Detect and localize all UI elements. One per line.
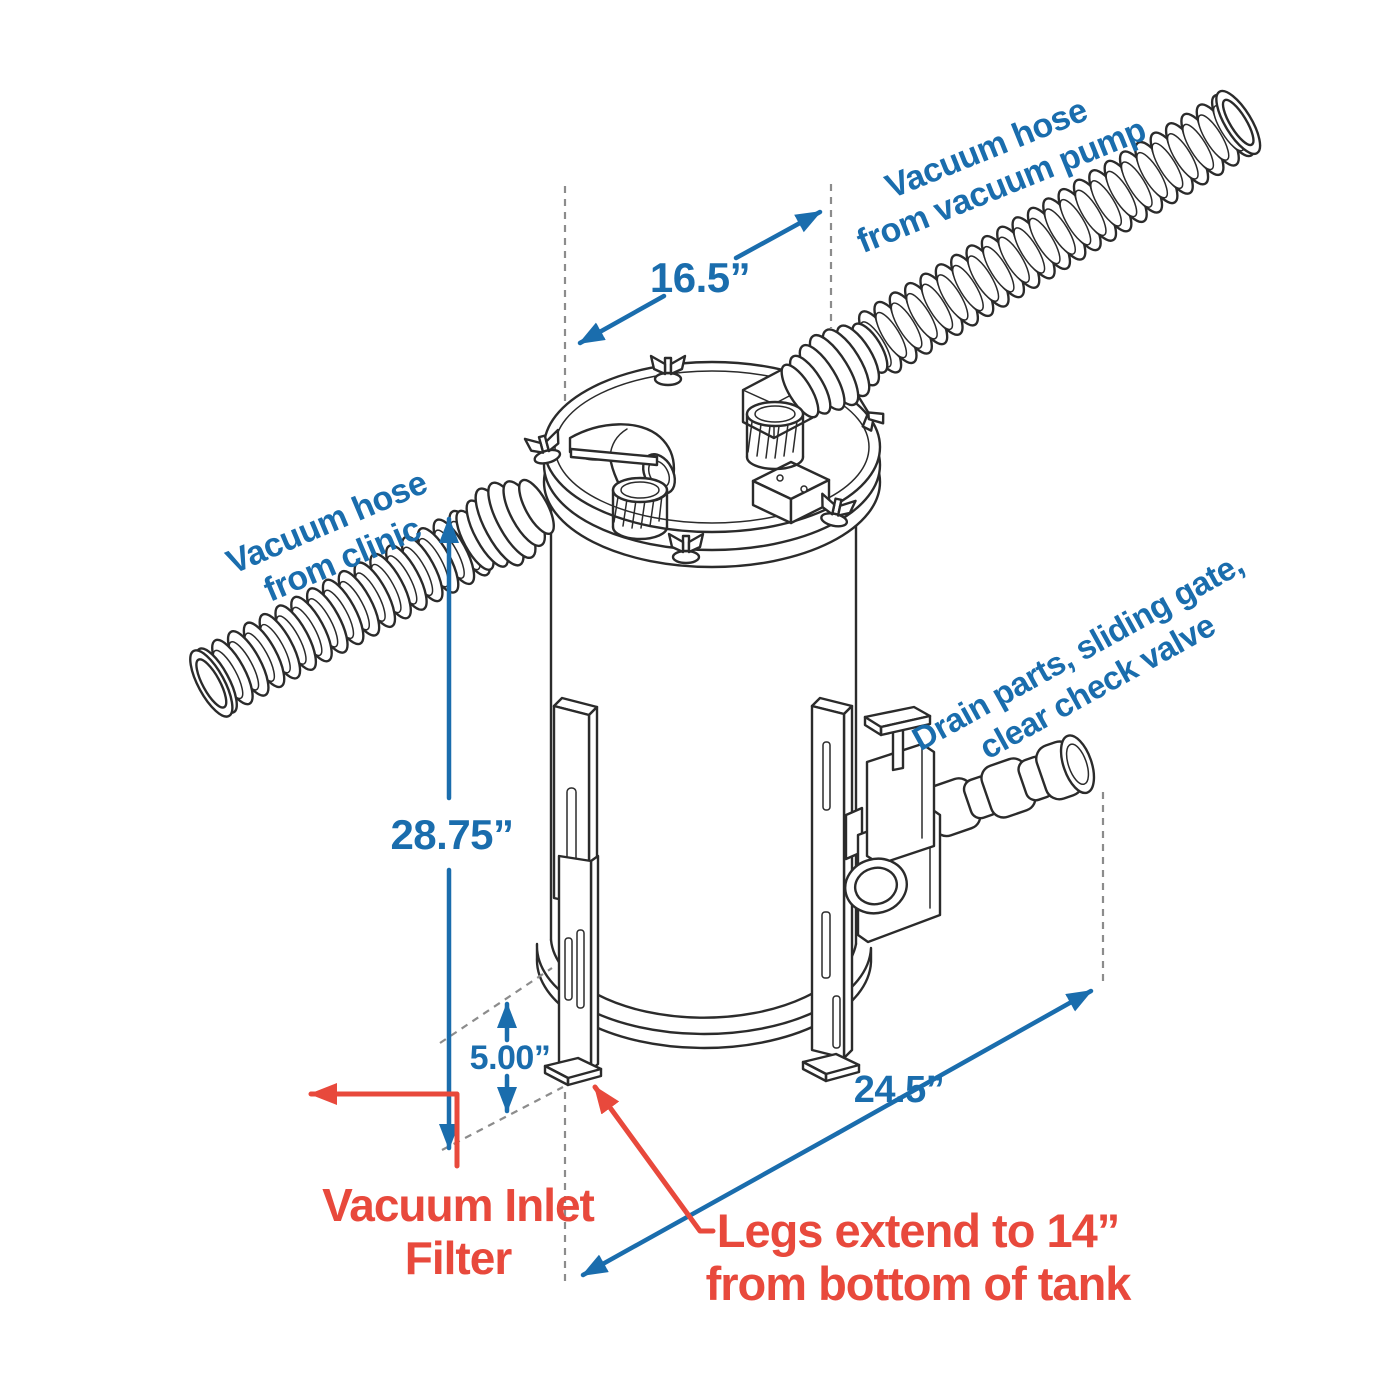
- extension-lines-top: [563, 184, 833, 430]
- extension-lines-bottom: [439, 792, 1105, 1282]
- clamp-bolt: [857, 395, 871, 416]
- svg-text:Legs extend to 14”: Legs extend to 14”: [717, 1204, 1120, 1257]
- junction-box: [751, 460, 831, 525]
- valve-stem: [891, 725, 905, 772]
- clinic-camlock-coupling: [455, 478, 555, 571]
- vacuum-hose-pump: [780, 88, 1263, 432]
- wing-nut-top: [649, 354, 687, 387]
- callout-legs-extend: Legs extend to 14” from bottom of tank: [706, 1204, 1134, 1310]
- dimension-24-5: [580, 988, 1094, 1278]
- pump-camlock-coupling: [780, 322, 889, 432]
- leg-front-left: [543, 696, 603, 1087]
- barb-fitting: [923, 734, 1096, 838]
- drain-assembly: [844, 705, 1096, 944]
- svg-text:Filter: Filter: [405, 1232, 513, 1284]
- dim-label-16-5: 16.5”: [650, 254, 750, 301]
- dimension-16-5: [577, 209, 823, 346]
- wing-nut-front: [667, 532, 705, 565]
- svg-text:from bottom of tank: from bottom of tank: [706, 1257, 1133, 1310]
- red-arrow-leg: [592, 1084, 716, 1234]
- dim-label-24-5: 24.5”: [854, 1069, 944, 1111]
- red-arrow-inlet-filter: [308, 1083, 460, 1169]
- callout-vacuum-inlet-filter: Vacuum Inlet Filter: [322, 1179, 595, 1284]
- dim-label-28-75: 28.75”: [390, 811, 513, 858]
- svg-text:Vacuum Inlet: Vacuum Inlet: [322, 1179, 594, 1231]
- threaded-nipple-left: [611, 476, 669, 541]
- leg-front-right: [801, 696, 861, 1083]
- camlock-lever: [569, 447, 659, 467]
- dim-label-5-00: 5.00”: [470, 1039, 551, 1077]
- stand-ring: [535, 942, 873, 1050]
- vacuum-hose-clinic: [186, 478, 555, 720]
- threaded-nipple-right: [745, 400, 805, 471]
